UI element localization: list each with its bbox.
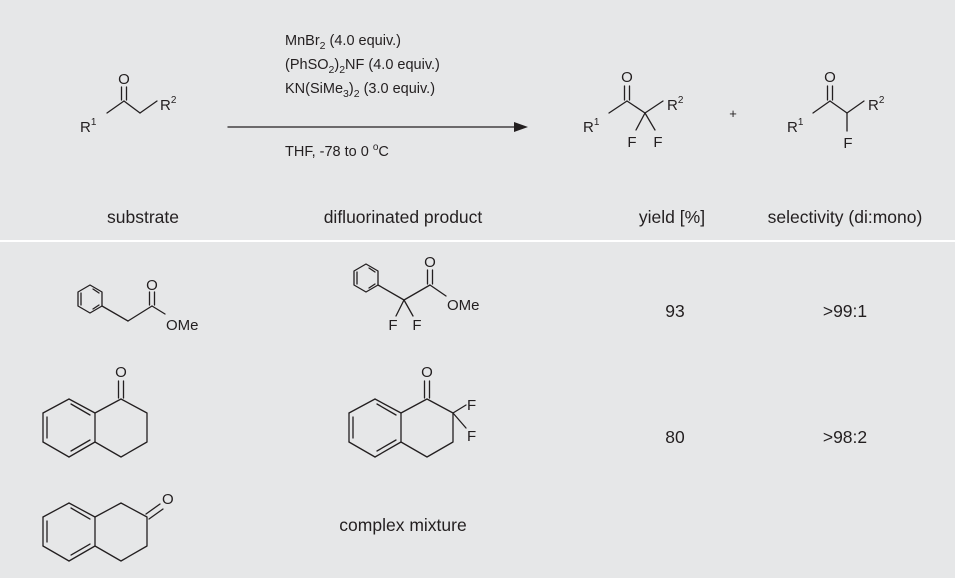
svg-text:F: F [412,317,421,334]
condition-mnbr2: MnBr2 (4.0 equiv.) [285,33,401,52]
svg-text:F: F [467,428,476,445]
svg-text:R1: R1 [583,117,600,136]
row1-product-structure: O OMe F F [353,254,480,334]
condition-nfsi: (PhSO2)2NF (4.0 equiv.) [285,57,440,76]
header-selectivity: selectivity (di:mono) [768,207,923,227]
substrate-ketone-structure: O R1 R2 [80,71,177,136]
condition-solvent-temp: THF, -78 to 0 oC [285,142,389,160]
header-product: difluorinated product [324,207,483,227]
header-substrate: substrate [107,207,179,227]
reaction-conditions: MnBr2 (4.0 equiv.) (PhSO2)2NF (4.0 equiv… [285,33,440,160]
svg-text:O: O [146,277,158,294]
reaction-arrow [227,122,528,132]
condition-khmds: KN(SiMe3)2 (3.0 equiv.) [285,81,435,100]
svg-text:R2: R2 [667,95,684,114]
svg-text:F: F [627,134,636,151]
row2-yield: 80 [665,427,685,447]
svg-text:OMe: OMe [447,297,480,314]
row2-product-structure: O F F [348,364,476,458]
svg-text:OMe: OMe [166,317,199,334]
row1-yield: 93 [665,301,684,321]
header-yield: yield [%] [639,207,705,227]
oxygen-label: O [118,71,130,88]
svg-text:R1: R1 [787,117,804,136]
row3-product-text: complex mixture [339,515,466,535]
svg-text:O: O [421,364,433,381]
svg-text:O: O [115,364,127,381]
row2-substrate-structure: O [42,364,148,458]
monofluoro-product-structure: O F R1 R2 [787,69,885,152]
svg-text:F: F [388,317,397,334]
r2-label: R2 [160,95,177,114]
svg-text:F: F [843,135,852,152]
svg-text:F: F [467,397,476,414]
svg-text:O: O [424,254,436,271]
svg-text:O: O [162,491,174,508]
row2-selectivity: >98:2 [823,427,867,447]
svg-text:F: F [653,134,662,151]
svg-text:O: O [621,69,633,86]
difluoro-product-structure: O F F R1 R2 [583,69,684,151]
row3-substrate-structure: O [42,491,174,562]
r1-label: R1 [80,117,97,136]
row1-selectivity: >99:1 [823,301,867,321]
table-divider [0,240,955,242]
row1-substrate-structure: O OMe [77,277,199,334]
svg-text:R2: R2 [868,95,885,114]
plus-sign: + [729,106,737,121]
svg-text:O: O [824,69,836,86]
